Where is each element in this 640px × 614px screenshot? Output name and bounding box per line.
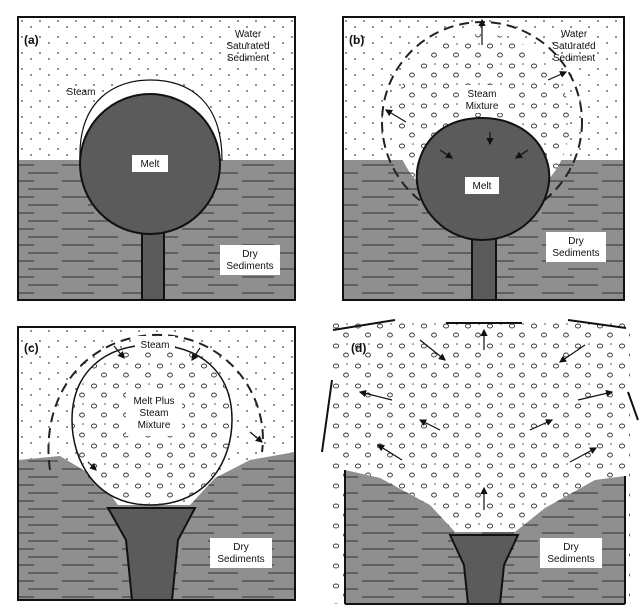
panel-b-letter: (b) xyxy=(349,33,364,47)
panel-d xyxy=(330,320,630,604)
ejecta-frame-fragment xyxy=(627,391,639,421)
panel-c-frame xyxy=(17,326,296,601)
steam-label: Steam xyxy=(67,87,96,98)
ejecta-frame-fragment xyxy=(567,319,627,329)
panel-a xyxy=(18,17,295,300)
panel-d-letter: (d) xyxy=(351,341,366,355)
ejecta-frame-fragment xyxy=(321,379,333,453)
expansion-front xyxy=(47,333,264,471)
panel-b-frame xyxy=(342,16,625,301)
ejecta-frame-fragment xyxy=(332,319,396,331)
melt-residual xyxy=(106,507,197,600)
panel-a-frame xyxy=(17,16,296,301)
melt-residual xyxy=(448,534,520,604)
melt-label: Melt xyxy=(141,159,160,170)
steam-label: Steam xyxy=(141,340,170,351)
panel-b xyxy=(343,17,624,300)
melt-conduit xyxy=(141,229,165,300)
panel-c-letter: (c) xyxy=(24,341,39,355)
melt-label: Melt xyxy=(473,181,492,192)
panel-a-letter: (a) xyxy=(24,33,39,47)
